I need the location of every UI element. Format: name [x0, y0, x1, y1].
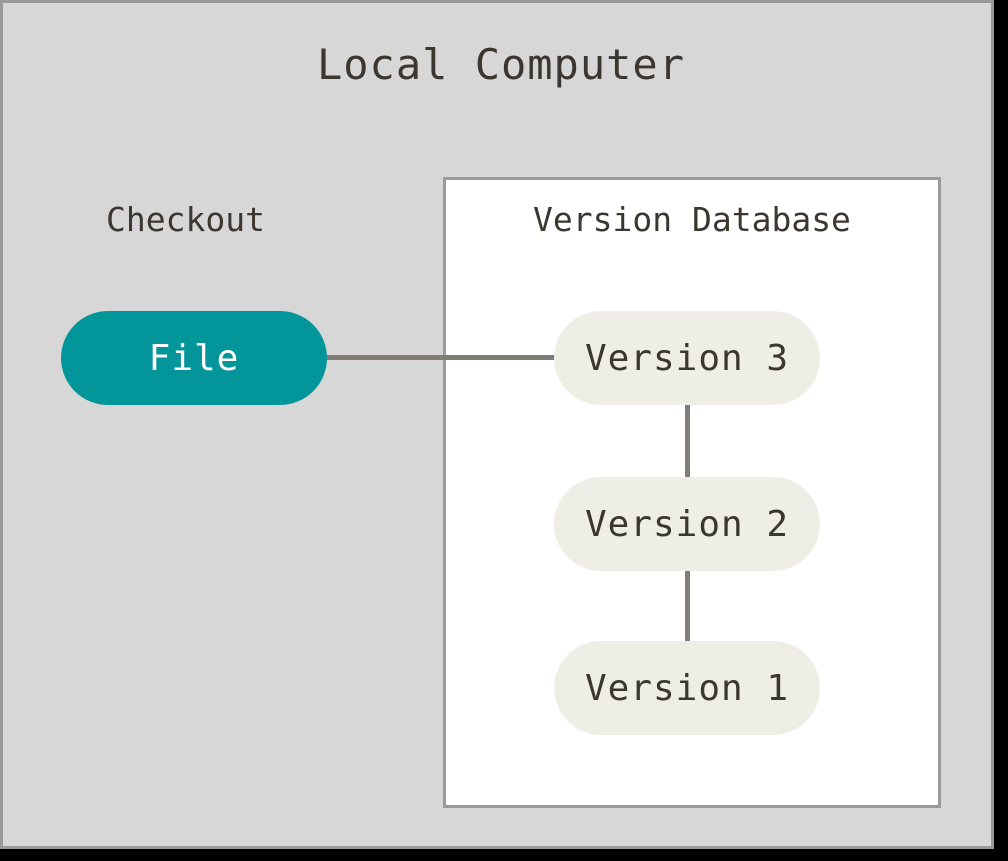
version-node-1[interactable]: Version 1	[554, 641, 820, 735]
file-node-label: File	[148, 337, 240, 379]
version-node-3[interactable]: Version 3	[554, 311, 820, 405]
connector-file-to-version-3	[322, 355, 562, 360]
connector-version-2-to-version-1	[685, 567, 690, 644]
version-node-3-label: Version 3	[584, 337, 790, 379]
version-node-2[interactable]: Version 2	[554, 477, 820, 571]
connector-version-3-to-version-2	[685, 402, 690, 480]
checkout-label: Checkout	[106, 200, 265, 239]
version-node-2-label: Version 2	[584, 503, 790, 545]
version-node-1-label: Version 1	[584, 667, 790, 709]
page-title: Local Computer	[0, 40, 1004, 89]
file-node[interactable]: File	[61, 311, 327, 405]
version-database-label: Version Database	[533, 200, 851, 239]
page-title-text: Local Computer	[316, 40, 685, 89]
